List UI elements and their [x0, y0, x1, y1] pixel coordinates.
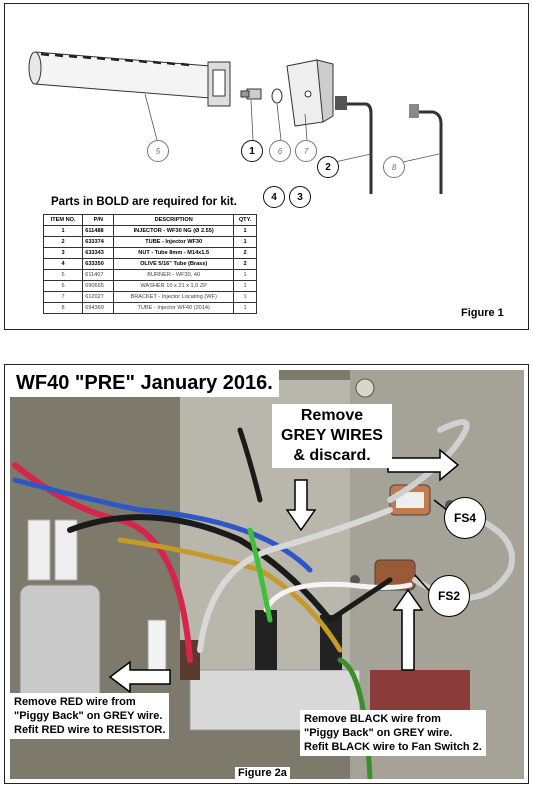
red-note-line-3: Refit RED wire to RESISTOR. [14, 724, 166, 736]
bracket-drawing [286, 59, 334, 127]
black-note-line-2: "Piggy Back" on GREY wire. [304, 727, 453, 739]
figure-2a-panel: WF40 "PRE" January 2016. Remove GREY WIR… [4, 364, 529, 784]
fs4-label: FS4 [444, 497, 486, 539]
tube-8-end [409, 104, 419, 118]
figure-2a-caption: Figure 2a [235, 767, 290, 779]
kit-note: Parts in BOLD are required for kit. [51, 196, 237, 208]
wiring-photo: WF40 "PRE" January 2016. Remove GREY WIR… [10, 370, 524, 779]
callout-7: 7 [295, 140, 317, 162]
figure-1-panel: 5 1 6 7 2 8 4 3 Parts in BOLD are requir… [4, 3, 529, 330]
tube-2-nut [335, 96, 347, 110]
callout-6: 6 [269, 140, 291, 162]
black-note-line-1: Remove BLACK wire from [304, 713, 441, 725]
callout-5: 5 [147, 140, 169, 162]
black-note-line-3: Refit BLACK wire to Fan Switch 2. [304, 741, 482, 753]
callout-4: 4 [263, 186, 285, 208]
callout-1: 1 [241, 140, 263, 162]
tube-2-drawing [345, 102, 373, 194]
red-note-line-1: Remove RED wire from [14, 696, 136, 708]
burner-drawing [28, 51, 231, 107]
exploded-parts-diagram [28, 51, 443, 194]
figure-1-caption: Figure 1 [461, 307, 504, 319]
callout-2: 2 [317, 156, 339, 178]
red-wire-note: Remove RED wire from "Piggy Back" on GRE… [10, 693, 170, 739]
tube-8-path [415, 110, 443, 194]
parts-table-header: ITEM NO. P/N DESCRIPTION QTY. [42, 214, 257, 226]
red-note-line-2: "Piggy Back" on GREY wire. [14, 710, 163, 722]
washer-drawing [271, 88, 283, 104]
fs2-label: FS2 [428, 575, 470, 617]
injector-drawing [240, 88, 262, 100]
callout-8: 8 [383, 156, 405, 178]
header-qty: QTY. [233, 214, 257, 226]
black-wire-note: Remove BLACK wire from "Piggy Back" on G… [300, 710, 486, 756]
remove-grey-wires-note: Remove GREY WIRES & discard. [272, 404, 392, 468]
header-item: ITEM NO. [42, 214, 84, 226]
header-pn: P/N [82, 214, 115, 226]
header-description: DESCRIPTION [113, 214, 235, 226]
callout-3: 3 [289, 186, 311, 208]
figure-2a-title: WF40 "PRE" January 2016. [10, 370, 279, 397]
